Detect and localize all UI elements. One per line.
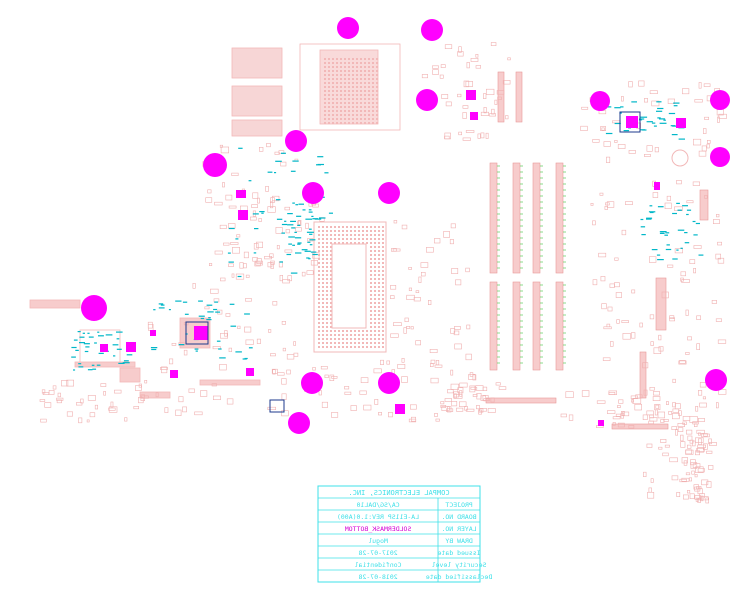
title-block-label: DRAW BY bbox=[445, 537, 472, 545]
title-block: COMPAL ELECTRONICS, INC. PROJECT CA/SG/DAL… bbox=[317, 485, 493, 583]
title-block-company: COMPAL ELECTRONICS, INC. bbox=[348, 489, 449, 497]
title-block-value: 2017-07-28 bbox=[358, 549, 397, 557]
title-block-label: Security level bbox=[432, 561, 487, 569]
dimm-slots bbox=[489, 162, 564, 371]
title-block-value: LA-E11SP REV:1.0(A00) bbox=[337, 513, 419, 521]
title-block-value: 2018-07-28 bbox=[358, 573, 397, 581]
title-block-label: BOARD NO. bbox=[441, 513, 476, 521]
component-pads bbox=[100, 90, 686, 426]
title-block-label: PROJECT bbox=[445, 501, 472, 509]
title-block-label: Declassified date bbox=[426, 573, 493, 581]
ic-markers bbox=[185, 111, 641, 413]
pch-ball-grid bbox=[318, 226, 384, 348]
pch-die bbox=[331, 243, 367, 329]
cpu-ball-grid bbox=[324, 58, 378, 124]
title-block-value: SOLDERMASK_BOTTOM bbox=[345, 525, 412, 533]
pch-package bbox=[313, 221, 387, 353]
dimm-contacts bbox=[497, 165, 566, 364]
title-block-value: CA/SG/DAL10 bbox=[356, 501, 399, 509]
title-block-label: Issued date bbox=[437, 549, 480, 557]
title-block-value: Confidential bbox=[355, 561, 402, 569]
title-block-label: LAYER NO. bbox=[441, 525, 476, 533]
fiducial-ring bbox=[671, 149, 689, 167]
mounting-pads bbox=[81, 17, 730, 434]
title-block-value: Mogul bbox=[368, 537, 388, 545]
